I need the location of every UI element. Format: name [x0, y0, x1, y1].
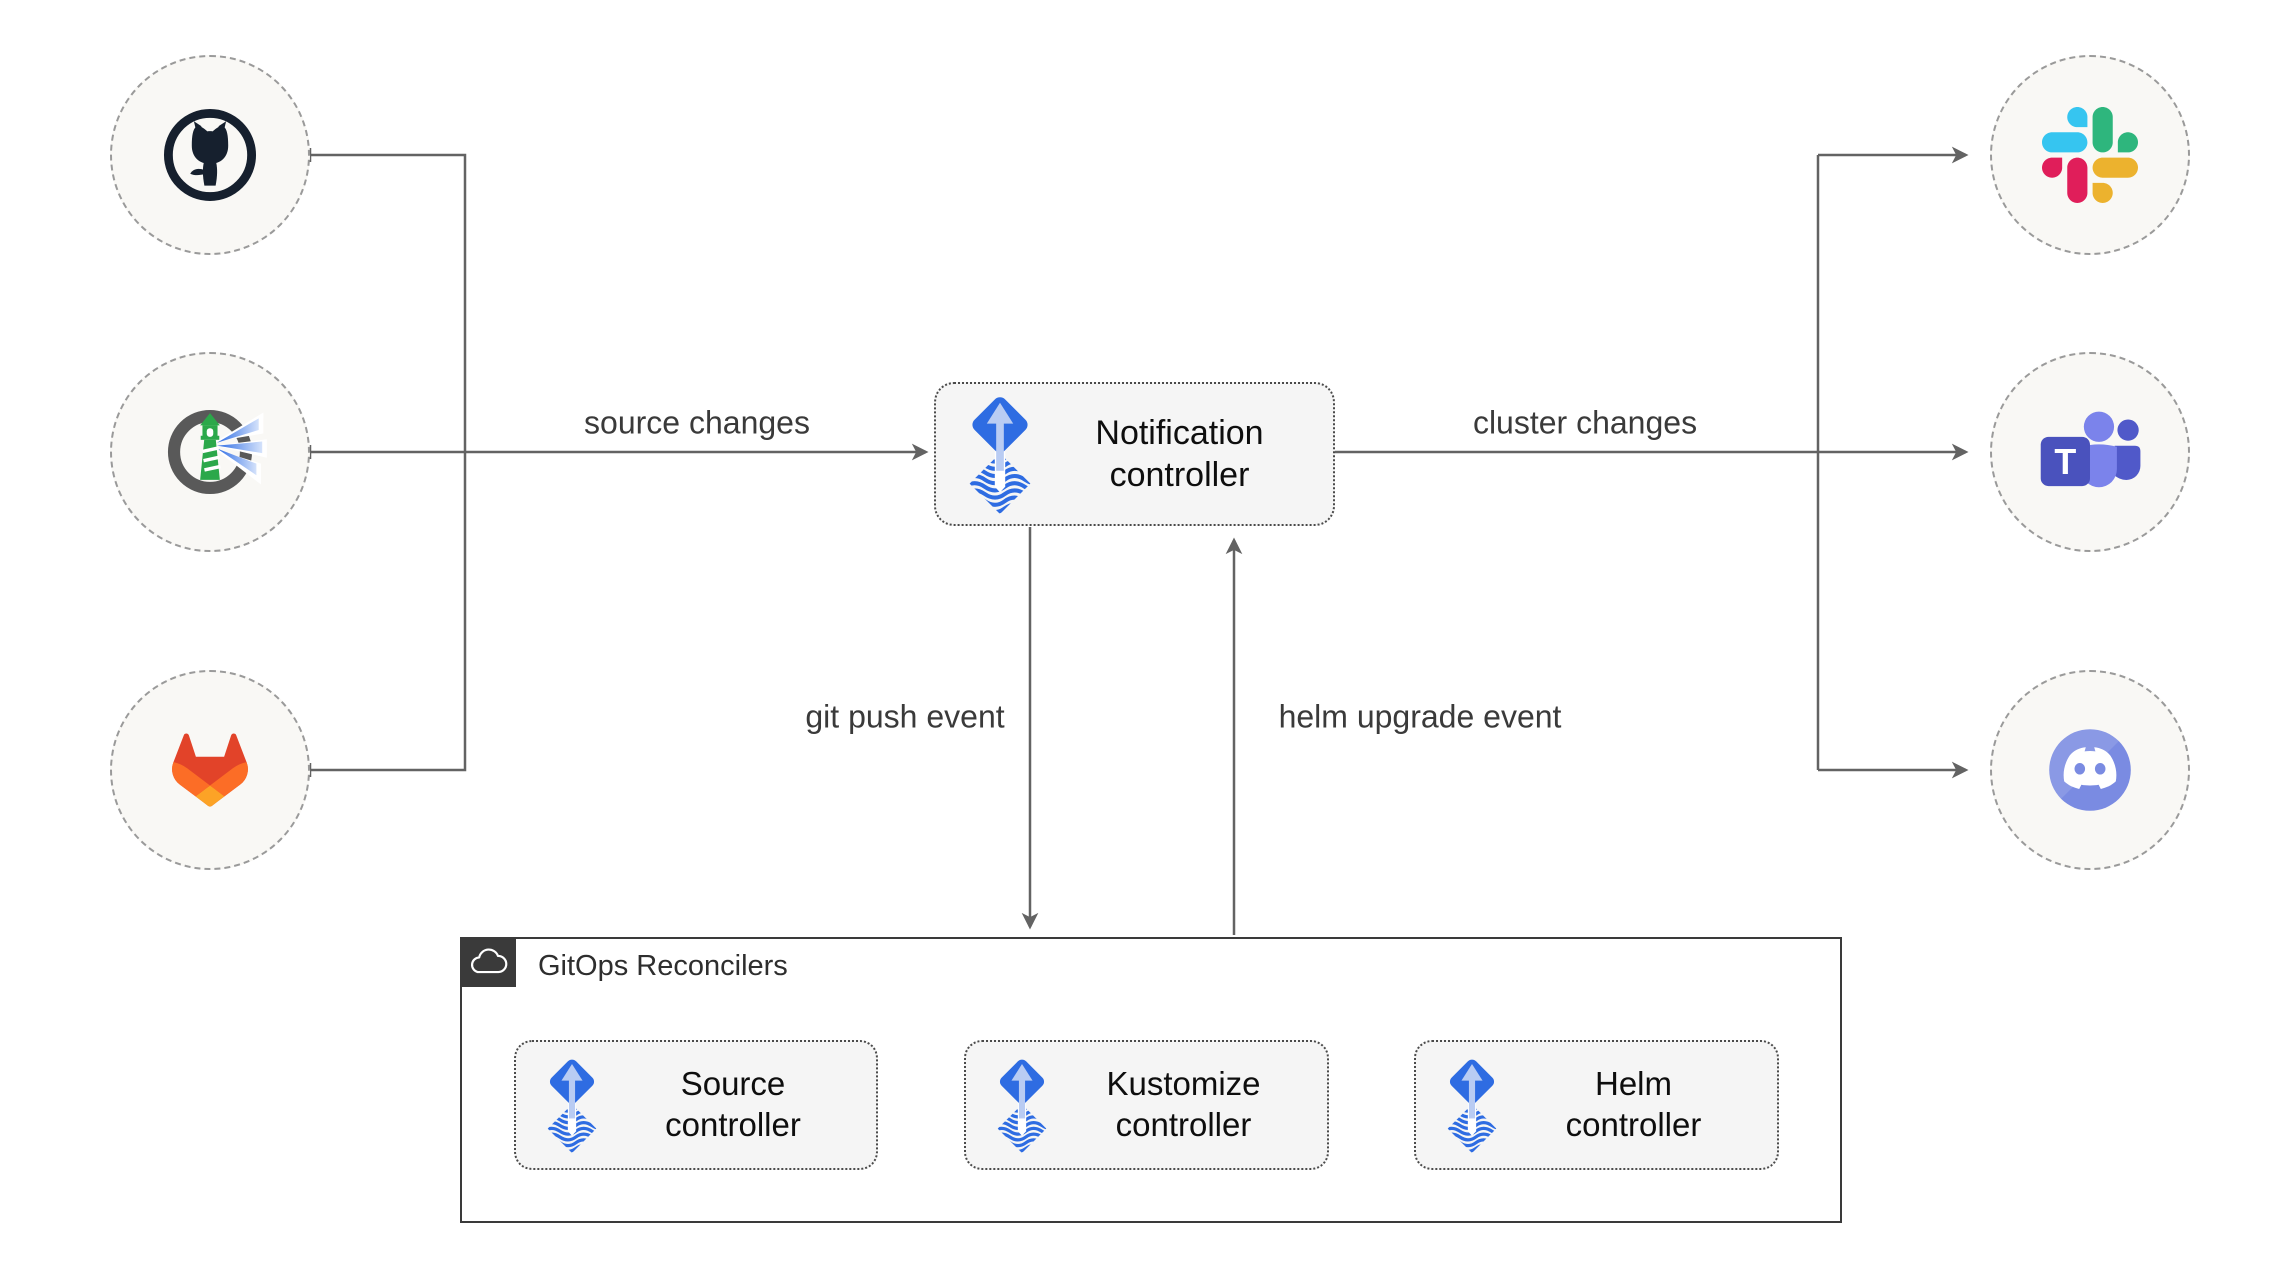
edge-sources-bracket: [310, 153, 467, 772]
edge-label-cluster-changes: cluster changes: [1472, 404, 1698, 441]
node-github: [110, 55, 310, 255]
harbor-icon: [152, 394, 268, 510]
node-kustomize-controller: Kustomize controller: [964, 1040, 1329, 1170]
edge-label-git-push-event: git push event: [805, 698, 1005, 735]
notification-controller-label: Notification controller: [1040, 412, 1333, 496]
node-source-controller: Source controller: [514, 1040, 878, 1170]
label-line2: controller: [1109, 456, 1250, 494]
node-teams: [1990, 352, 2190, 552]
label-line2: controller: [665, 1106, 801, 1143]
node-helm-controller: Helm controller: [1414, 1040, 1779, 1170]
flux-icon: [540, 1056, 604, 1154]
node-notification-controller: Notification controller: [934, 382, 1335, 526]
cloud-icon: [468, 947, 508, 978]
node-slack: [1990, 55, 2190, 255]
flux-icon: [960, 394, 1040, 514]
discord-icon: [2030, 710, 2150, 830]
source-controller-label: Source controller: [604, 1064, 876, 1146]
label-line1: Kustomize: [1106, 1065, 1261, 1103]
github-icon: [158, 103, 262, 207]
kustomize-controller-label: Kustomize controller: [1054, 1064, 1327, 1146]
node-gitlab: [110, 670, 310, 870]
label-line1: Helm: [1594, 1065, 1672, 1103]
node-harbor: [110, 352, 310, 552]
label-line1: Source: [680, 1065, 786, 1103]
gitops-reconcilers-group: GitOps Reconcilers Source controller Kus…: [460, 937, 1842, 1223]
teams-icon: [2034, 403, 2146, 502]
gitlab-icon: [135, 695, 285, 845]
flux-icon: [990, 1056, 1054, 1154]
gitops-corner-badge: [460, 937, 516, 987]
flux-icon: [1440, 1056, 1504, 1154]
label-line2: controller: [1565, 1106, 1702, 1143]
label-line2: controller: [1115, 1106, 1252, 1143]
node-discord: [1990, 670, 2190, 870]
edge-label-source-changes: source changes: [584, 404, 810, 441]
edge-label-helm-upgrade-event: helm upgrade event: [1278, 698, 1562, 735]
label-line1: Notification: [1095, 413, 1264, 452]
helm-controller-label: Helm controller: [1504, 1064, 1777, 1146]
slack-icon: [2042, 107, 2138, 203]
gitops-group-title: GitOps Reconcilers: [538, 950, 788, 982]
